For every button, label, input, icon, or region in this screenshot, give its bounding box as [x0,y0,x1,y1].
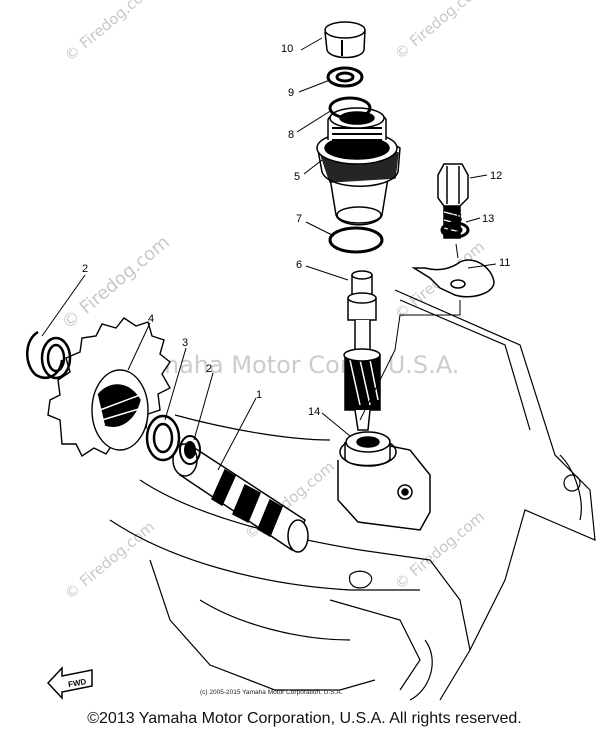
watermark-brand: © Firedog.com [391,508,488,593]
callout-5: 5 [294,171,300,183]
footer-copyright: ©2013 Yamaha Motor Corporation, U.S.A. A… [87,710,522,727]
callout-10: 10 [281,43,293,55]
watermark-brand: © Firedog.com [58,232,174,334]
part-9-washer [326,66,364,88]
callout-labels: 10 9 8 5 7 6 12 13 15 11 14 1 2 3 4 2 [82,43,510,418]
part-2-washer-lower [179,435,201,465]
callout-11: 11 [499,257,510,269]
watermark-brand: © Firedog.com [391,0,488,63]
fwd-arrow: FWD [46,666,93,700]
callout-2-right: 2 [206,363,212,375]
crankcase-outline [109,289,596,701]
small-copyright: (c) 2005-2015 Yamaha Motor Corporation, … [200,689,343,696]
part-6-driven-gear [343,270,381,431]
callout-13: 13 [482,213,494,225]
callout-12: 12 [490,170,502,182]
part-4-gear [47,317,171,458]
part-1-shaft [172,443,309,553]
callout-9: 9 [288,87,294,99]
callout-15: 15 [450,213,462,225]
callout-6: 6 [296,259,302,271]
watermark-brand: © Firedog.com [61,0,158,65]
callout-3: 3 [182,337,188,349]
part-5-sleeve [316,107,401,226]
callout-4: 4 [148,313,154,325]
part-11-plate [411,259,495,298]
callout-7: 7 [296,213,302,225]
part-3-washer [145,414,181,462]
part-13-washer [440,221,470,239]
callout-14: 14 [308,406,320,418]
leader-lines [41,37,497,471]
part-7-o-ring [328,226,384,254]
callout-8: 8 [288,129,294,141]
part-14-bushing [344,431,391,467]
fwd-label: FWD [67,677,87,689]
callout-2-left: 2 [82,263,88,275]
part-8-o-ring [328,96,372,120]
callout-1: 1 [256,389,262,401]
part-2-circlip [26,330,72,380]
part-10-cap [324,21,366,59]
watermark-brand: © Firedog.com [61,518,158,603]
